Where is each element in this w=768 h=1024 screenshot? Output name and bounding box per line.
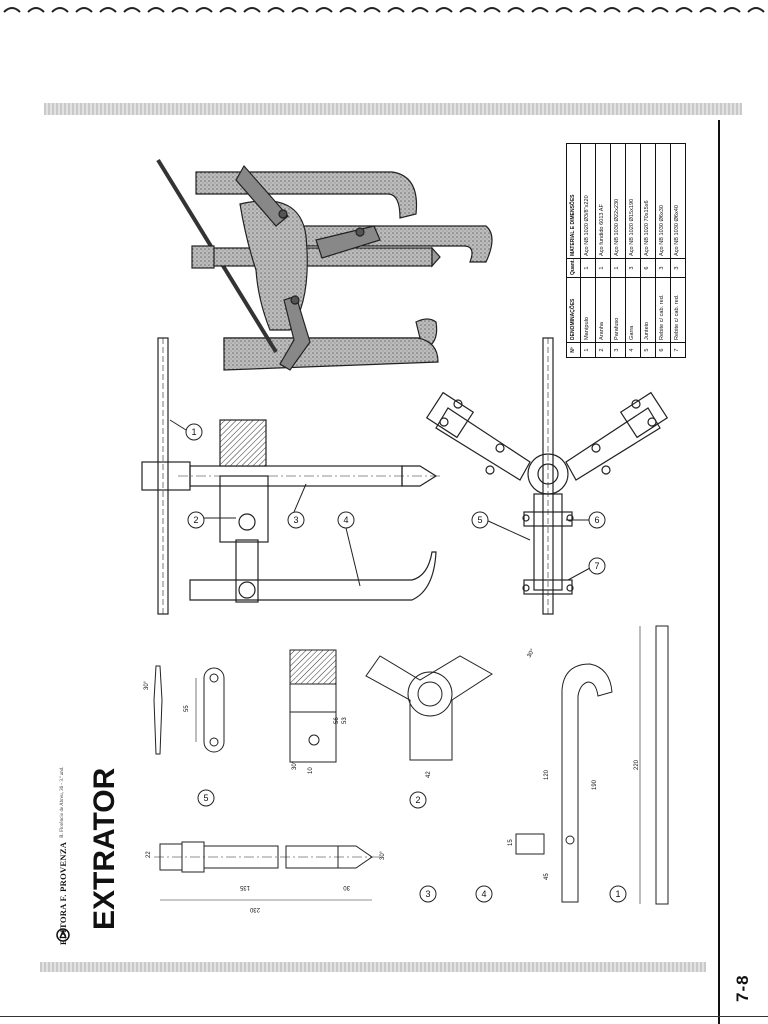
dim-part3-22: 22 (146, 851, 152, 858)
dim-part1-220: 220 (634, 759, 640, 770)
margin-rule (718, 120, 720, 1024)
dim-part4-15: 15 (508, 839, 514, 846)
dim-part3-angle: 30° (380, 850, 386, 860)
isometric-view (156, 158, 493, 371)
detail-part-4-labels: 190 120 45 15 30° 4 (481, 648, 598, 899)
dim-part2-angle: 30° (292, 760, 298, 770)
detail-part-4 (475, 663, 613, 903)
detail-balloon-4: 4 (481, 889, 486, 899)
dim-part4-angle: 30° (527, 648, 537, 659)
detail-part-2-labels: 53 56 42 10 30° 2 (292, 717, 432, 805)
detail-balloon-3: 3 (425, 889, 430, 899)
footer-band (40, 962, 706, 972)
dim-part4-120: 120 (544, 769, 550, 780)
bottom-rule (0, 1016, 768, 1017)
assembly-balloon-labels: 1 2 3 4 5 6 7 (191, 427, 599, 571)
balloon-1: 1 (191, 427, 196, 437)
dim-part4-190: 190 (592, 779, 598, 790)
assembly-front-view (141, 337, 440, 615)
header-band (44, 103, 742, 115)
detail-balloon-5: 5 (203, 793, 208, 803)
dim-part5-angle: 30° (144, 680, 150, 690)
detail-part-3 (154, 841, 437, 903)
binder-edge (3, 7, 765, 13)
balloon-4: 4 (343, 515, 348, 525)
balloon-3: 3 (293, 515, 298, 525)
balloon-6: 6 (594, 515, 599, 525)
dim-part3-30: 30 (343, 884, 350, 890)
dim-part2-56: 56 (334, 717, 340, 724)
detail-part-5-labels: 55 30° 5 (144, 680, 209, 803)
detail-part-1 (609, 625, 669, 905)
publisher-logo-icon (56, 928, 70, 942)
dim-part2-42: 42 (426, 771, 432, 778)
detail-part-1-labels: 220 1 (615, 759, 640, 899)
dim-part4-45: 45 (544, 873, 550, 880)
detail-balloon-1: 1 (615, 889, 620, 899)
dim-part2-10: 10 (308, 767, 314, 774)
balloon-5: 5 (477, 515, 482, 525)
assembly-end-view (425, 337, 669, 615)
detail-balloon-2: 2 (415, 795, 420, 805)
detail-part-3-labels: 230 135 30 22 30° 3 (146, 850, 431, 912)
detail-part-5 (153, 665, 225, 807)
balloon-2: 2 (193, 515, 198, 525)
dim-part2-53: 53 (342, 717, 348, 724)
detail-part-2 (289, 649, 493, 809)
dim-part5-length: 55 (184, 705, 190, 712)
balloon-7: 7 (594, 561, 599, 571)
assembly-balloons (169, 419, 606, 587)
dim-part3-230: 230 (249, 906, 260, 912)
dim-part3-135: 135 (239, 884, 250, 890)
